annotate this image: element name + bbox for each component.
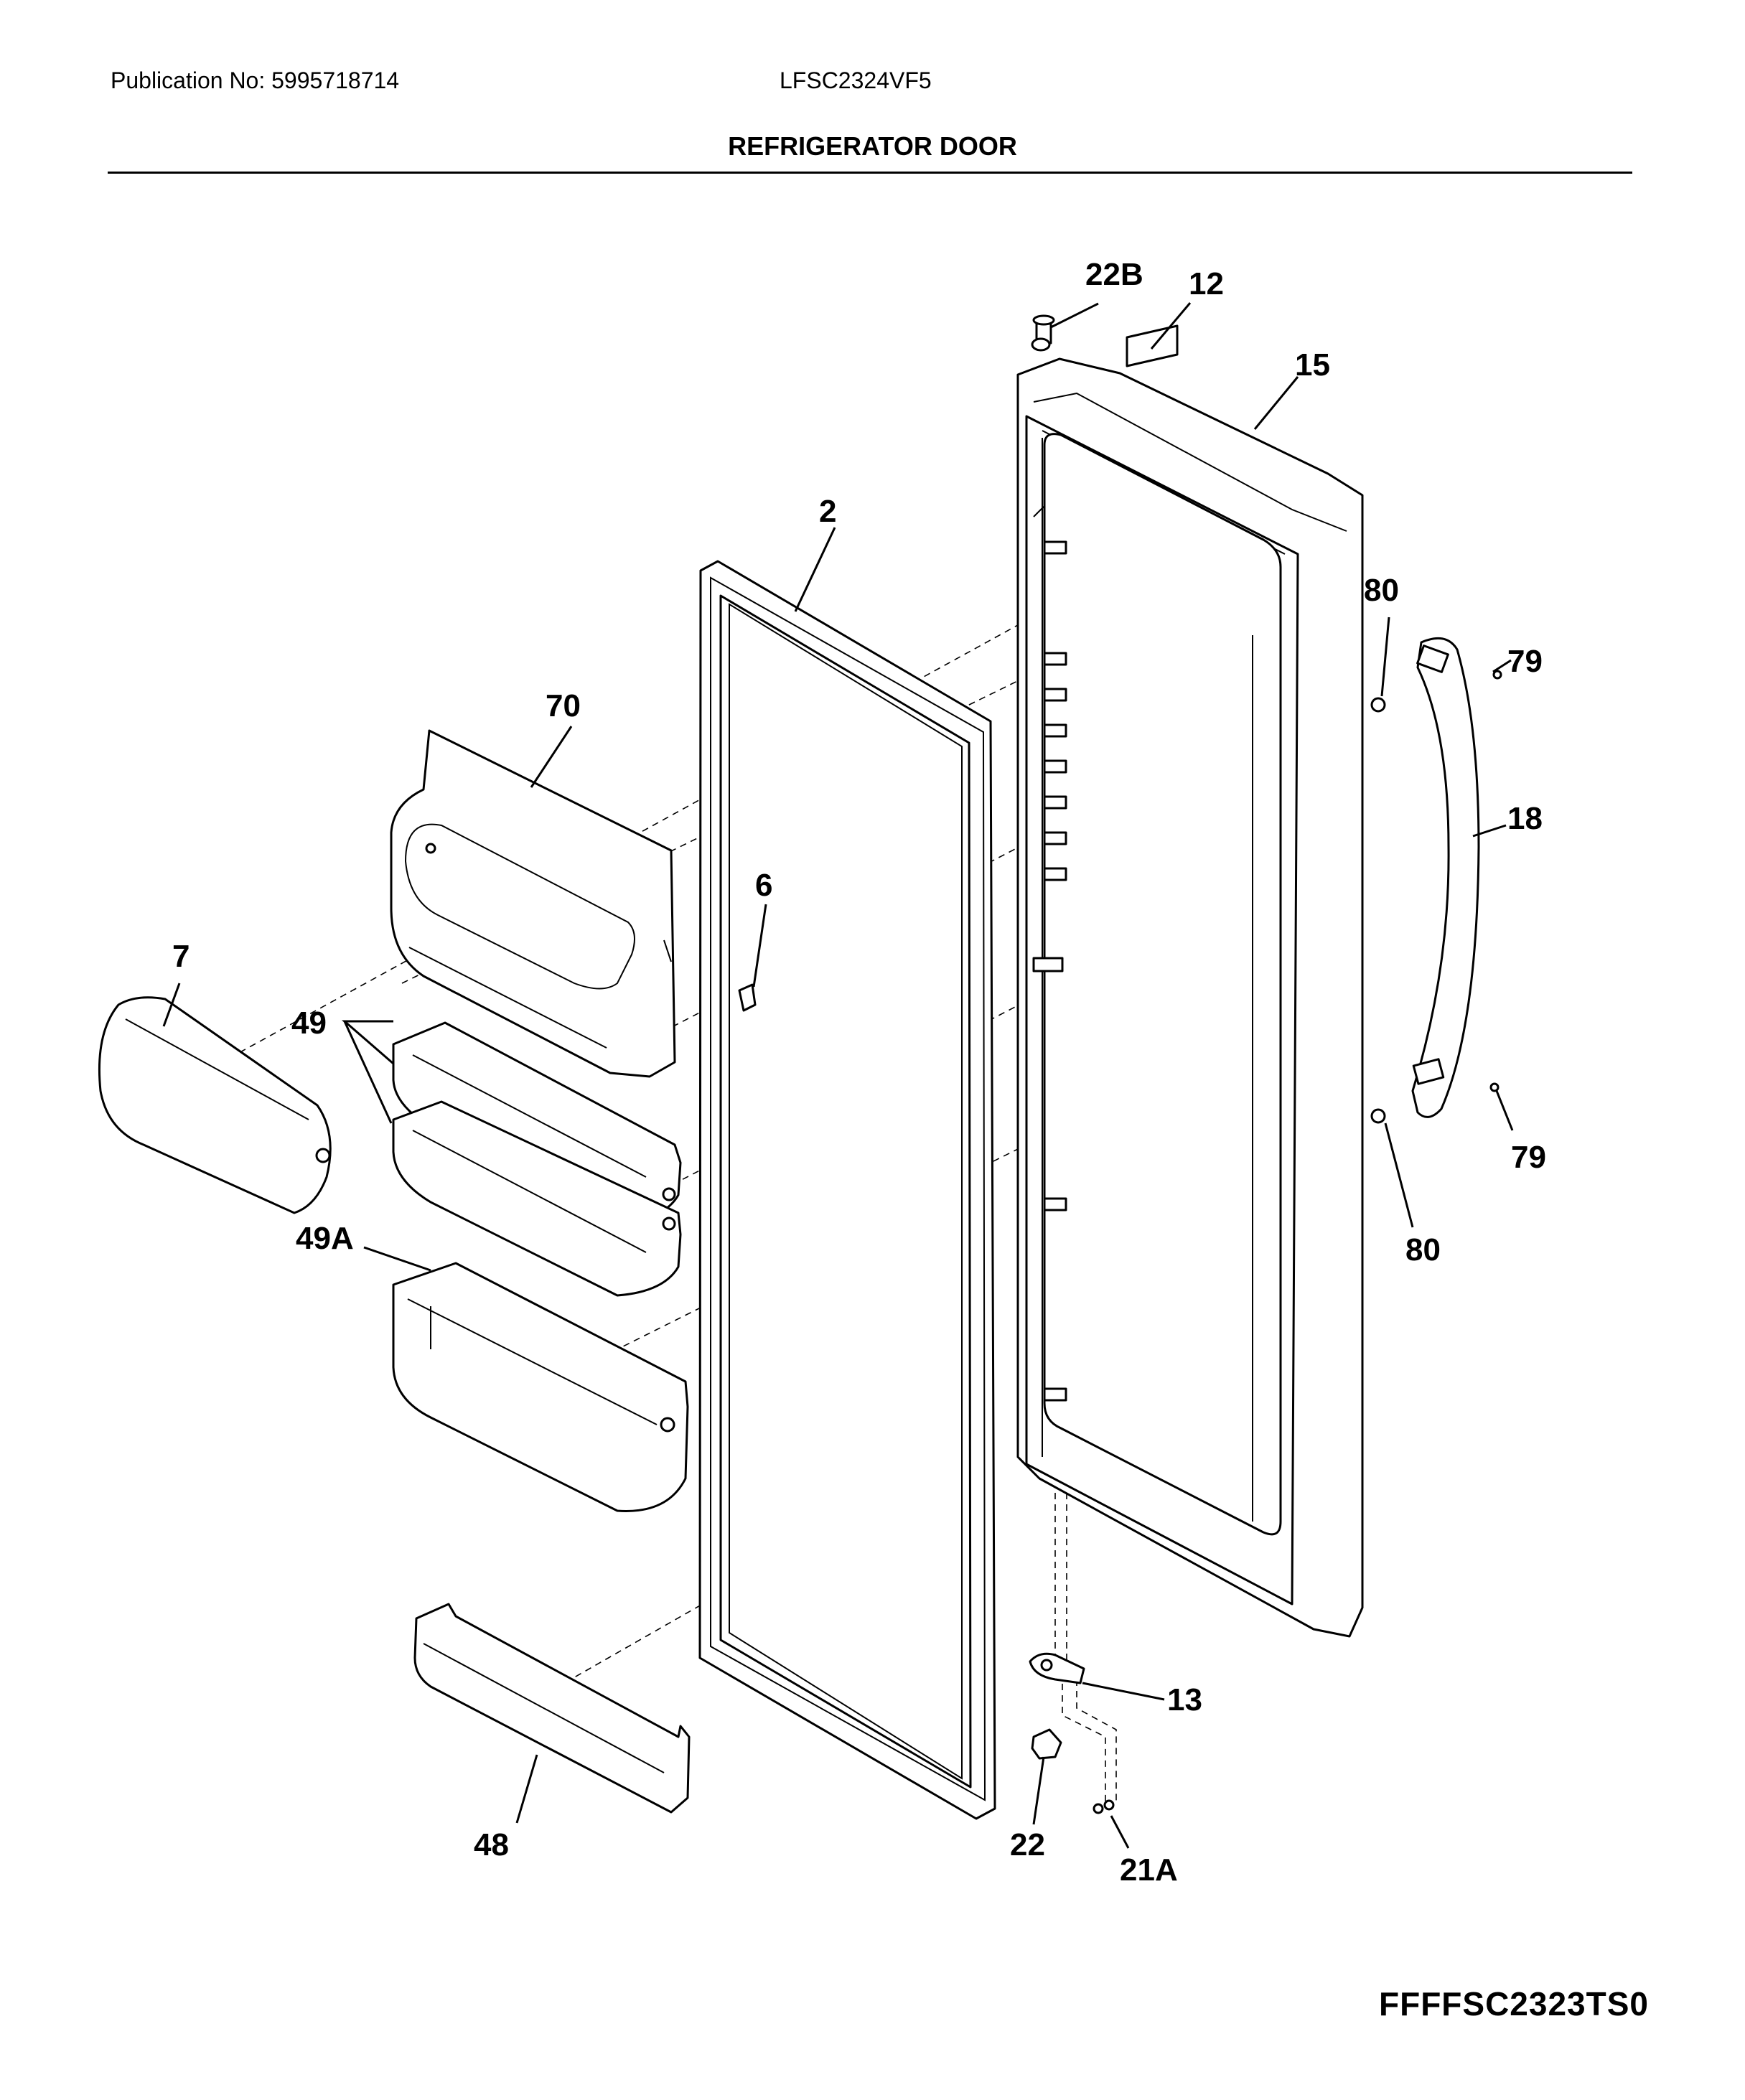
callout-2: 2 xyxy=(819,494,836,529)
door-shelf-pegs xyxy=(1032,540,1067,1402)
part-door-outer xyxy=(1016,357,1364,1638)
callout-13: 13 xyxy=(1167,1682,1202,1717)
callout-49A: 49A xyxy=(296,1221,354,1256)
callout-22: 22 xyxy=(1010,1827,1045,1862)
callout-21A: 21A xyxy=(1120,1852,1178,1888)
callout-49: 49 xyxy=(291,1006,327,1041)
callout-22B: 22B xyxy=(1085,257,1143,292)
callout-80-bottom: 80 xyxy=(1405,1232,1441,1267)
header-divider xyxy=(108,172,1632,174)
part-door-bin-lower xyxy=(392,1100,682,1297)
model-number: LFSC2324VF5 xyxy=(780,67,932,93)
part-door-bin-large xyxy=(392,1262,689,1512)
callout-80-top: 80 xyxy=(1364,573,1399,608)
page-title: REFRIGERATOR DOOR xyxy=(728,131,1017,161)
part-hinge-pin-top xyxy=(1031,314,1055,352)
part-gasket xyxy=(698,560,996,1820)
part-label-12 xyxy=(1126,324,1179,367)
part-hinge-screws xyxy=(1093,1799,1115,1814)
leader-lines xyxy=(162,302,1514,1849)
callout-7: 7 xyxy=(172,939,190,974)
part-dairy-door xyxy=(98,996,332,1214)
diagram-code: FFFFSC2323TS0 xyxy=(1379,1985,1649,2022)
part-bin-rail xyxy=(413,1603,691,1814)
callout-12: 12 xyxy=(1189,266,1224,301)
part-dairy-bin xyxy=(390,729,676,1078)
callout-18: 18 xyxy=(1507,801,1543,836)
part-bottom-hinge xyxy=(1029,1652,1085,1684)
callout-70: 70 xyxy=(546,688,581,723)
publication-number: Publication No: 5995718714 xyxy=(111,67,400,93)
callout-48: 48 xyxy=(474,1827,509,1862)
callout-15: 15 xyxy=(1295,347,1330,383)
part-handle xyxy=(1411,637,1480,1118)
part-clip-6 xyxy=(738,983,757,1012)
part-screws xyxy=(1370,670,1502,1124)
callout-6: 6 xyxy=(755,868,772,903)
part-bushing xyxy=(1031,1728,1062,1760)
callout-79-top: 79 xyxy=(1507,644,1543,679)
callout-79-bottom: 79 xyxy=(1511,1140,1546,1175)
